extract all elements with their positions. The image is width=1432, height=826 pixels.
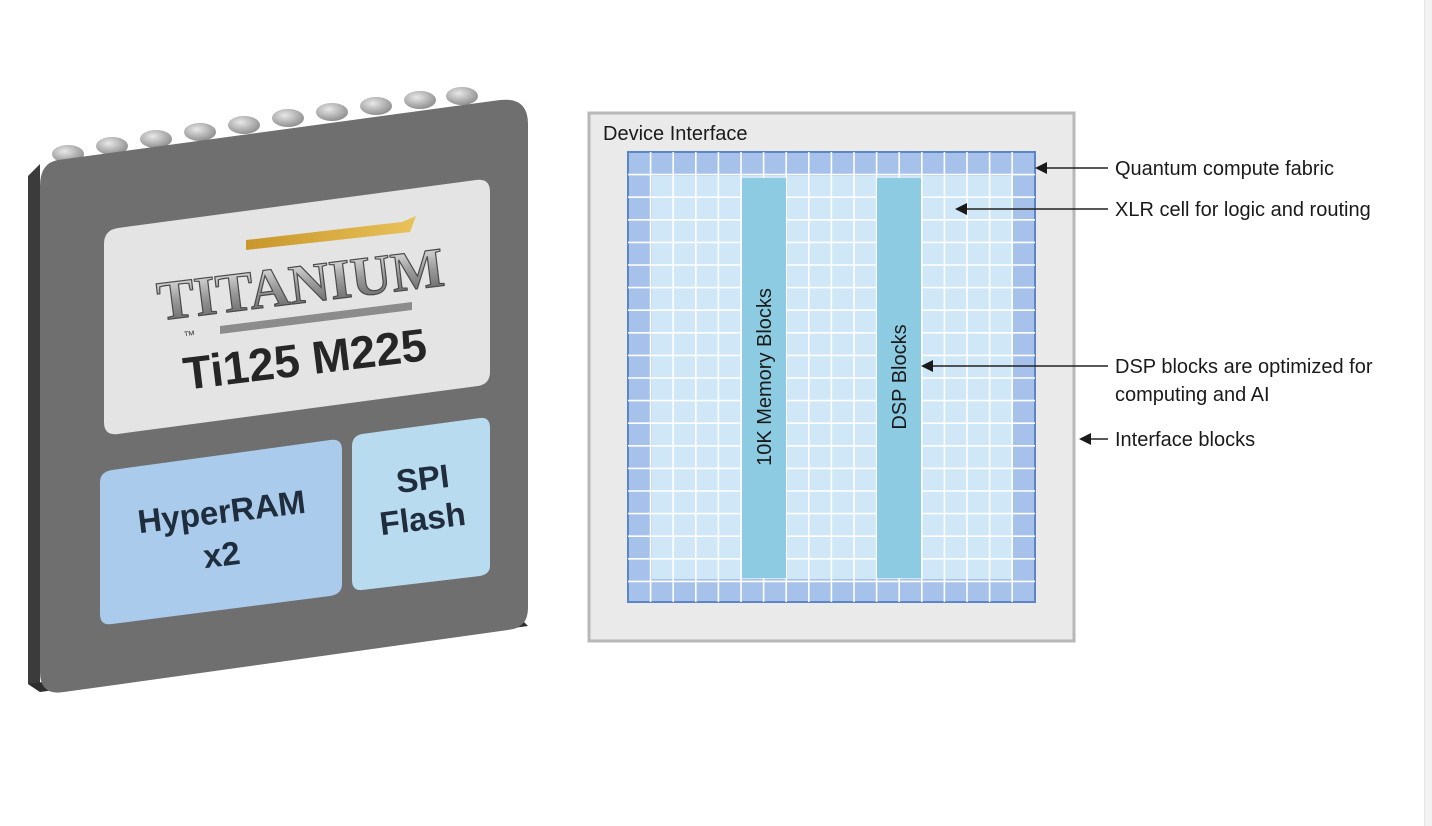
device-interface-label: Device Interface [603,123,748,145]
arrow-left-icon [1079,433,1091,445]
callout-interface: Interface blocks [1115,429,1255,451]
callout-xlr: XLR cell for logic and routing [1115,199,1371,221]
scrollbar-strip [1424,0,1432,826]
callout-dsp-line1: DSP blocks are optimized for [1115,356,1373,378]
dsp-blocks-column [877,178,921,578]
arrow-left-icon [1035,162,1047,174]
memory-blocks-column [742,178,786,578]
chip-side [28,164,40,692]
spi-flash-tile [352,417,490,591]
trademark-mark: ™ [183,328,197,343]
hyperram-count: x2 [201,534,242,575]
memory-blocks-label: 10K Memory Blocks [754,288,776,466]
chip-label-panel [104,179,490,435]
callouts: Quantum compute fabric XLR cell for logi… [921,158,1373,451]
callout-dsp-line2: computing and AI [1115,384,1270,406]
callout-quantum: Quantum compute fabric [1115,158,1334,180]
spi-label: SPI [394,457,451,500]
chip-package: TITANIUM ™ Ti125 M225 HyperRAM x2 SPI Fl… [28,87,528,693]
logo-underline [220,302,412,334]
fabric-diagram: Device Interface 10K Memory Blocks DSP B… [587,111,1076,643]
dsp-blocks-label: DSP Blocks [889,324,911,429]
arrow-left-icon [921,360,933,372]
solder-bumps [52,87,478,163]
logo-swoosh-icon [246,216,416,250]
hyperram-tile [100,439,342,625]
arrow-left-icon [955,203,967,215]
